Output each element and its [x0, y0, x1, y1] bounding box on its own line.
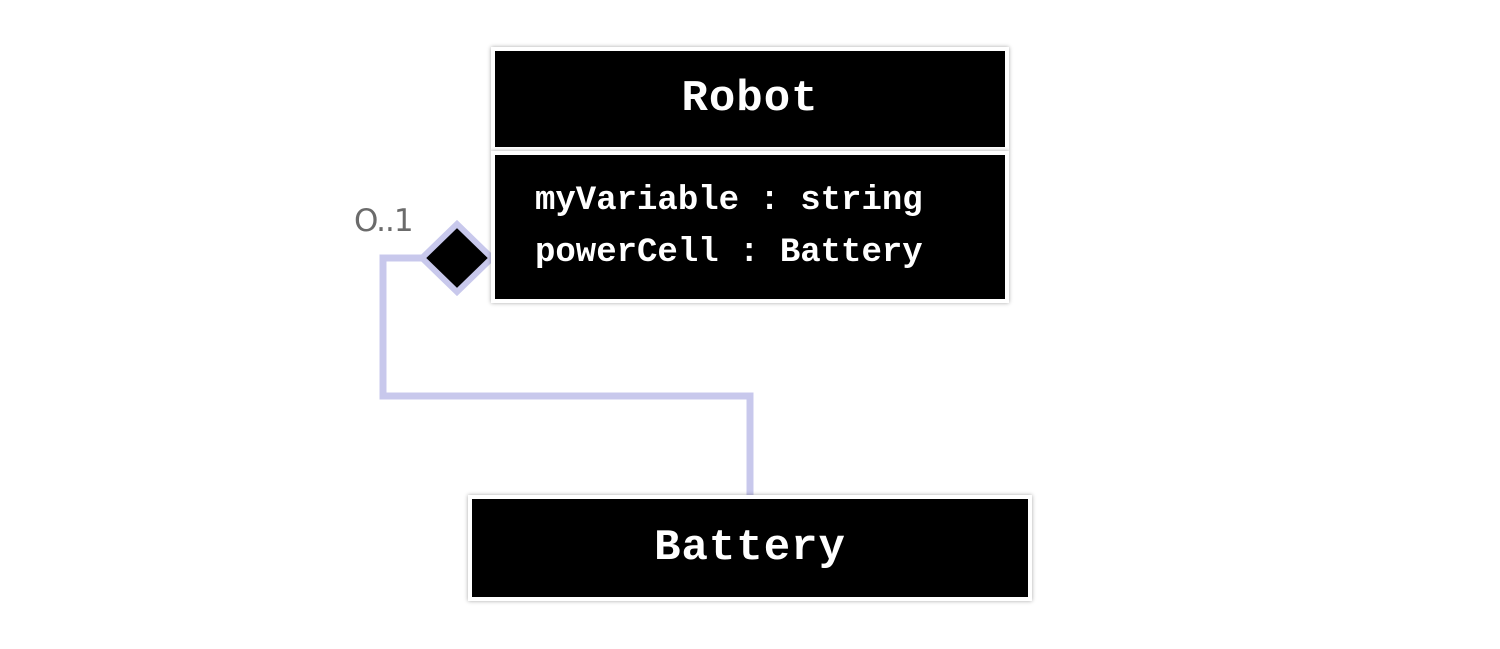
- composition-diamond-icon: [417, 219, 497, 297]
- attribute-power-cell: powerCell : Battery: [535, 234, 923, 272]
- battery-class-box: Battery: [468, 495, 1032, 601]
- association-line: [379, 254, 754, 497]
- attribute-my-variable: myVariable : string: [535, 182, 923, 220]
- robot-class-title: Robot: [681, 74, 819, 124]
- robot-attributes-compartment: myVariable : string powerCell : Battery: [491, 151, 1009, 303]
- robot-class-name: Robot: [491, 47, 1009, 151]
- battery-class-title: Battery: [654, 523, 846, 573]
- multiplicity-label: O..1: [354, 203, 414, 239]
